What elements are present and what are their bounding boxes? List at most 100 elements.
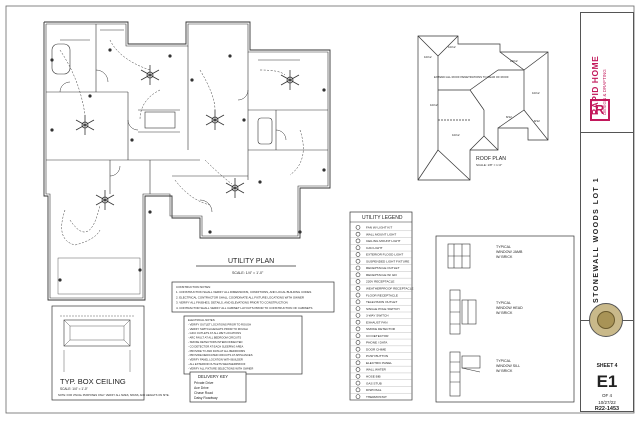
roof-pitch-label: 10/12 — [532, 91, 540, 95]
legend-row: ELECTRIC PANEL — [350, 360, 412, 367]
sheet-date: 10/27/22 — [598, 400, 616, 405]
roof-pitch-label: 10/12 — [510, 59, 518, 63]
box-ceiling-scale: SCALE: 1/4" = 1'-0" — [60, 387, 88, 391]
roof-plan-scale: SCALE: 1/8" = 1'-0" — [476, 163, 502, 167]
door-swings — [59, 69, 287, 213]
company-logo: R — [590, 99, 610, 121]
legend-label: SUSPENDED LIGHT FIXTURE — [366, 259, 409, 263]
electrical-note-line: - CO DETECTOR AT EACH SLEEPING AREA — [188, 344, 243, 348]
legend-symbol-icon — [355, 319, 361, 325]
electrical-note-line: - PROVIDE TV AND DATA AT ALL BEDROOMS — [188, 349, 245, 353]
utility-plan-scale: SCALE: 1/4" = 1'-0" — [232, 271, 264, 275]
roof-plan — [417, 35, 549, 181]
utility-legend-title: UTILITY LEGEND — [362, 215, 403, 221]
wall-detail-label: TYPICAL — [496, 359, 511, 363]
wall-detail-label: W/ BRICK — [496, 369, 513, 373]
electrical-notes-text: ELECTRICAL NOTES:- VERIFY OUTLET LOCATIO… — [188, 318, 253, 370]
legend-symbol-icon — [355, 258, 361, 264]
delivery-key-line: Private Drive — [194, 381, 214, 385]
legend-symbol-icon — [355, 238, 361, 244]
legend-row: WALL MOUNT LIGHT — [350, 231, 412, 238]
legend-symbol-icon — [355, 225, 361, 230]
electrical-note-line: - SMOKE DETECTORS INTERCONNECTED — [188, 340, 243, 344]
title-block: RAPID HOME DESIGN & DRAFTING R STONEWALL… — [580, 12, 634, 412]
sheet-label: SHEET 4 — [596, 363, 618, 369]
wall-details-panel — [435, 235, 575, 403]
legend-symbol-icon — [355, 313, 361, 318]
sheet-border — [5, 5, 635, 414]
legend-row: WALL WATER — [350, 367, 412, 374]
legend-row: PHONE / DATA — [350, 340, 412, 346]
legend-row: PUSH BUTTON — [350, 353, 412, 360]
floor-plan-outline — [43, 21, 331, 301]
delivery-key-box — [189, 371, 247, 403]
legend-symbol-icon — [355, 326, 361, 332]
legend-label: EXHAUST FAN — [366, 320, 387, 324]
electrical-note-line: - VERIFY PANEL LOCATION WITH BUILDER — [188, 358, 243, 362]
title-block-logo-cell: RAPID HOME DESIGN & DRAFTING R — [581, 13, 633, 133]
roof-plan-title: ROOF PLAN — [476, 156, 506, 162]
delivery-key-line: Ace Drive — [194, 386, 209, 390]
legend-row: DOOR CHIME — [350, 346, 412, 353]
engineer-seal — [589, 303, 623, 337]
construction-note-line: 1. CONSTRUCTION SHALL VERIFY ALL DIMENSI… — [176, 290, 311, 294]
delivery-key-line: Chase Road — [194, 391, 213, 395]
legend-row: CO DETECTOR — [350, 333, 412, 340]
electrical-note-line: ELECTRICAL NOTES: — [188, 318, 215, 322]
wall-detail-label: W/ BRICK — [496, 311, 513, 315]
construction-note-line: 4. CONTRACTOR SHALL VERIFY ALL CABINET L… — [176, 306, 313, 310]
outlet-symbols — [50, 48, 326, 282]
legend-label: ELECTRIC PANEL — [366, 361, 392, 365]
legend-row: SMOKE DETECTOR — [350, 326, 412, 333]
legend-row: RECEPTACLE OUTLET — [350, 265, 412, 272]
legend-label: PHONE / DATA — [366, 341, 388, 345]
interior-walls — [46, 24, 328, 194]
construction-notes-text: CONSTRUCTION NOTES:1. CONSTRUCTION SHALL… — [176, 285, 313, 310]
floor-plan — [43, 21, 331, 301]
project-name: STONEWALL WOODS LOT 1 — [593, 176, 600, 303]
legend-label: CO DETECTOR — [366, 334, 389, 338]
legend-symbol-icon — [355, 333, 361, 338]
delivery-key-title: DELIVERY KEY — [198, 374, 228, 379]
construction-notes-box — [171, 281, 335, 313]
legend-label: 220V RECEPTACLE — [366, 280, 395, 284]
wall-detail-label: TYPICAL — [496, 245, 511, 249]
bathtub — [51, 43, 71, 75]
legend-symbol-icon — [355, 231, 361, 237]
legend-label: RECEPTACLE W/ GFI — [366, 273, 397, 277]
roof-pitch-label: 8/12 — [506, 115, 512, 119]
kitchen-island — [144, 111, 176, 129]
legend-symbol-icon — [355, 292, 361, 298]
legend-label: EXTERIOR FLOOD LIGHT — [366, 253, 403, 257]
electrical-note-line: - VERIFY ALL FIXTURE SELECTIONS WITH OWN… — [188, 366, 253, 370]
delivery-key-line: Daisy Roadway — [194, 396, 218, 400]
legend-label: PUSH BUTTON — [366, 354, 388, 358]
garage-slab — [57, 257, 141, 295]
legend-row: FLOOR RECEPTACLE — [350, 292, 412, 299]
utility-plan-title: UTILITY PLAN — [228, 258, 274, 265]
legend-label: SINGLE POLE SWITCH — [366, 307, 400, 311]
sheet-of: OF 4 — [601, 393, 612, 398]
legend-symbol-icon — [355, 346, 361, 352]
legend-row: THERMOSTAT — [350, 394, 412, 401]
legend-row: SINGLE POLE SWITCH — [350, 306, 412, 313]
construction-note-line: 3. VERIFY ALL FINISHES, DETAILS, AND ELE… — [176, 301, 288, 305]
legend-label: SMOKE DETECTOR — [366, 327, 396, 331]
roof-pitch-label: 10/12 — [424, 55, 432, 59]
construction-note-line: CONSTRUCTION NOTES: — [176, 285, 211, 289]
legend-label: 3-WAY SWITCH — [366, 314, 388, 318]
legend-label: CEILING MOUNT LIGHT — [366, 239, 401, 243]
wall-detail-label: W/ BRICK — [496, 255, 513, 259]
legend-row: WEATHERPROOF RECEPTACLE — [350, 286, 414, 292]
electrical-note-line: - VERIFY SWITCH HEIGHTS PRIOR TO ROUGH — [188, 327, 248, 331]
project-cell: STONEWALL WOODS LOT 1 — [581, 133, 633, 337]
legend-label: CAN LIGHT — [366, 246, 383, 250]
roof-pitch-label: 10/12 — [430, 103, 438, 107]
legend-symbol-icon — [355, 360, 361, 366]
legend-symbol-icon — [355, 286, 361, 291]
legend-label: WALL MOUNT LIGHT — [366, 232, 396, 236]
legend-label: TELEVISION OUTLET — [366, 300, 397, 304]
